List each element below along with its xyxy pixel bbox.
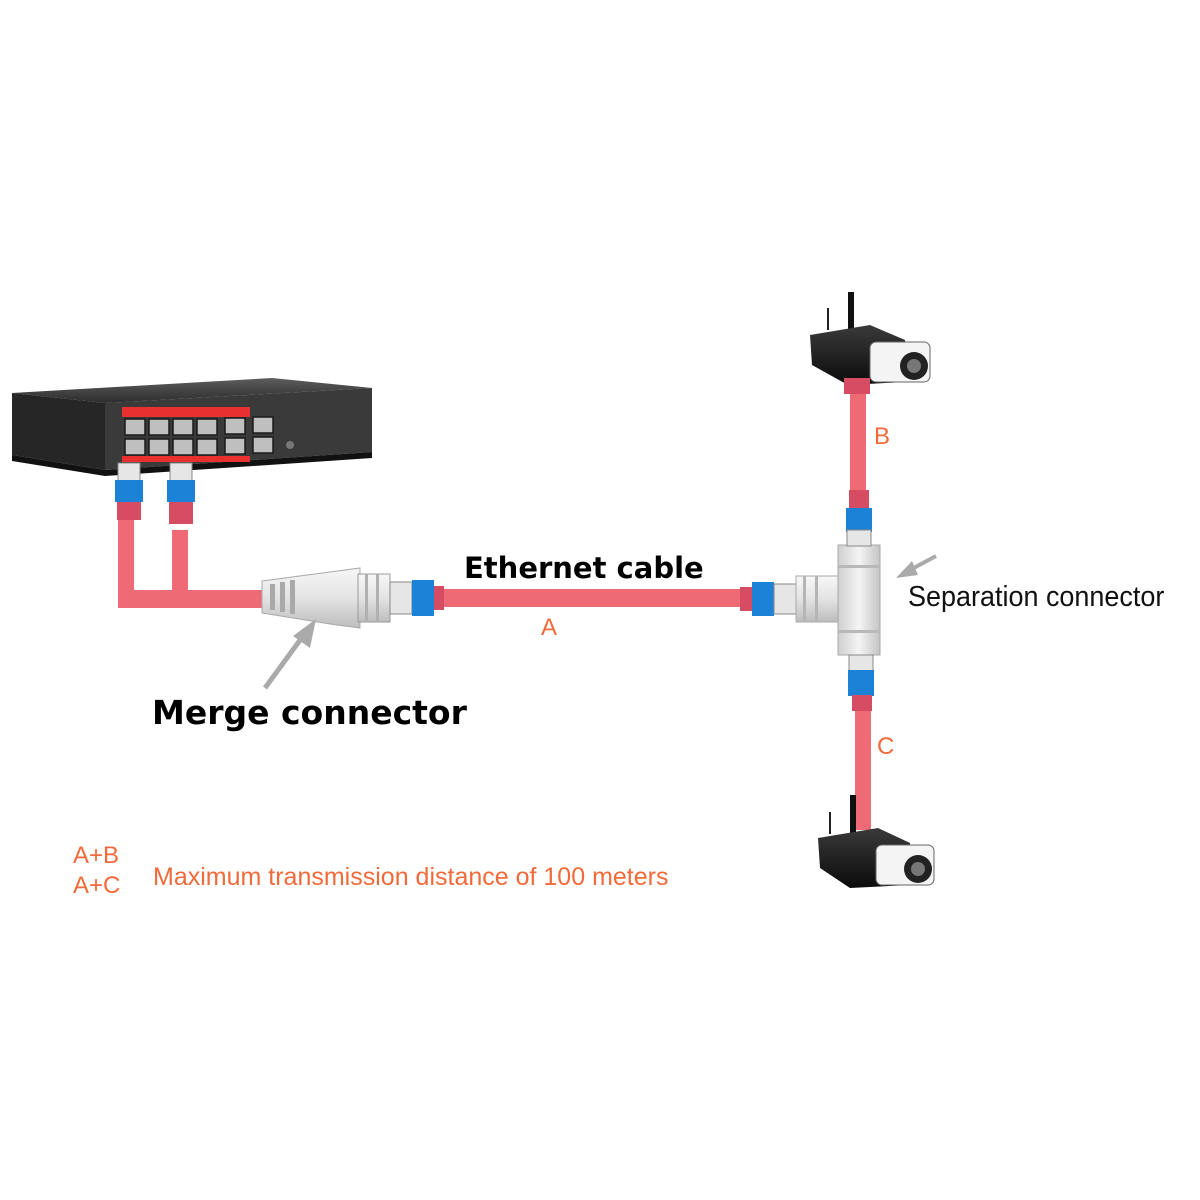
rj45-plug [846,490,872,547]
rj45-plug [115,462,143,520]
separation-arrow [896,554,937,578]
merge-connector-icon [261,567,391,629]
poe-switch-icon [12,378,372,476]
segment-b-label: B [874,423,891,450]
rj45-plug [740,582,797,616]
segment-a-label: A [541,614,558,641]
security-camera-icon [810,292,931,394]
note-combo-a-b: A+B [73,842,120,869]
rj45-plug [167,462,195,524]
merge-connector-label: Merge connector [152,693,467,732]
security-camera-icon [818,795,935,888]
ethernet-cables [118,380,871,830]
separation-connector-icon [795,544,881,656]
rj45-plug [848,654,874,711]
merge-arrow [262,619,316,690]
note-combo-a-c: A+C [73,872,121,899]
separation-connector-label: Separation connector [908,581,1165,613]
rj45-plug [389,580,444,616]
segment-c-label: C [877,733,895,760]
max-distance-note: Maximum transmission distance of 100 met… [153,863,669,891]
ethernet-cable-label: Ethernet cable [464,551,704,585]
